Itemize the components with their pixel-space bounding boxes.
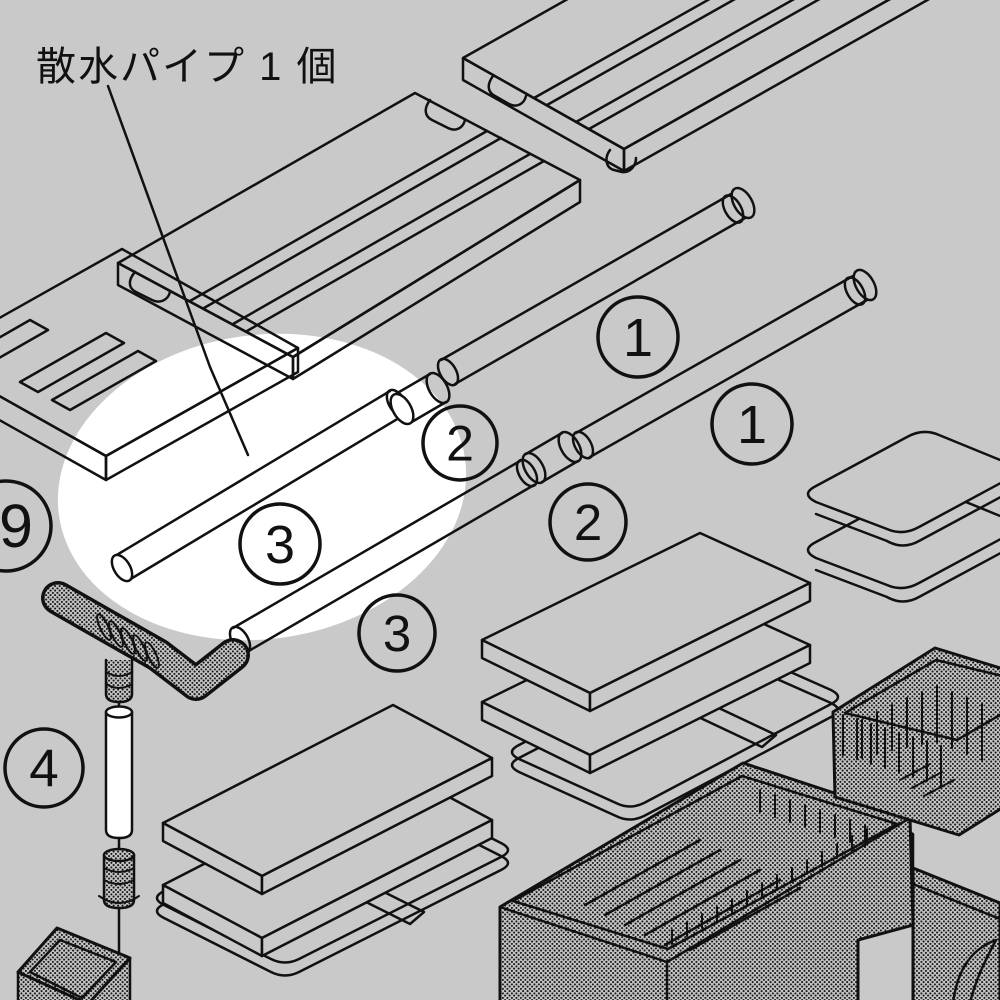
callout-layer: 9 1 1 2 2 3 3 4 <box>0 295 794 809</box>
air-pump <box>16 926 132 1000</box>
leader-line <box>106 84 250 457</box>
callout-number: 1 <box>623 308 653 368</box>
part-callout-2: 2 <box>548 482 628 562</box>
long-pipe-1 <box>436 186 756 387</box>
filter-pad-stack-left <box>155 703 510 977</box>
callout-number: 3 <box>383 605 411 662</box>
callout-circle <box>710 382 794 466</box>
filter-pad-stack-center <box>480 531 840 821</box>
callout-circle <box>3 727 85 809</box>
basket-small <box>831 646 1000 837</box>
callout-circle <box>421 404 499 482</box>
callout-circle <box>548 482 628 562</box>
callout-circle <box>596 295 680 379</box>
slatted-lid-right <box>461 0 930 174</box>
callout-number: 2 <box>446 415 474 471</box>
long-pipe-2 <box>571 268 878 460</box>
filter-pad-stack-right <box>806 430 1000 603</box>
part-callout-4: 4 <box>3 727 85 809</box>
pump-connector-stub <box>104 658 134 710</box>
callout-number: 3 <box>265 515 295 575</box>
pipe-connector-1 <box>389 371 451 426</box>
callout-circle <box>0 479 53 573</box>
callout-circle <box>238 502 322 586</box>
part-callout-2: 2 <box>421 404 499 482</box>
callout-number: 2 <box>574 494 602 551</box>
part-callout-1: 1 <box>596 295 680 379</box>
part-callout-3: 3 <box>357 593 437 673</box>
sprinkler-pipe-highlighted <box>110 388 409 583</box>
sprinkler-pipe-2 <box>228 458 539 655</box>
elbow-joint <box>41 581 250 701</box>
air-diffuser <box>98 847 140 964</box>
highlight-ellipse <box>57 333 467 641</box>
callout-circle <box>357 593 437 673</box>
part-callout-9: 9 <box>0 479 53 573</box>
slatted-lid-center <box>116 91 582 381</box>
basket-large <box>498 761 915 1000</box>
part-label: 散水パイプ 1 個 <box>36 45 339 89</box>
pipe-connector-2 <box>521 430 583 485</box>
part-callout-3: 3 <box>238 502 322 586</box>
callout-number: 9 <box>0 492 33 560</box>
slotted-lid-left <box>0 247 300 482</box>
callout-number: 1 <box>737 395 767 455</box>
riser-pipe <box>104 705 134 852</box>
basket-corner <box>911 866 1000 1000</box>
callout-number: 4 <box>29 739 58 798</box>
part-callout-1: 1 <box>710 382 794 466</box>
